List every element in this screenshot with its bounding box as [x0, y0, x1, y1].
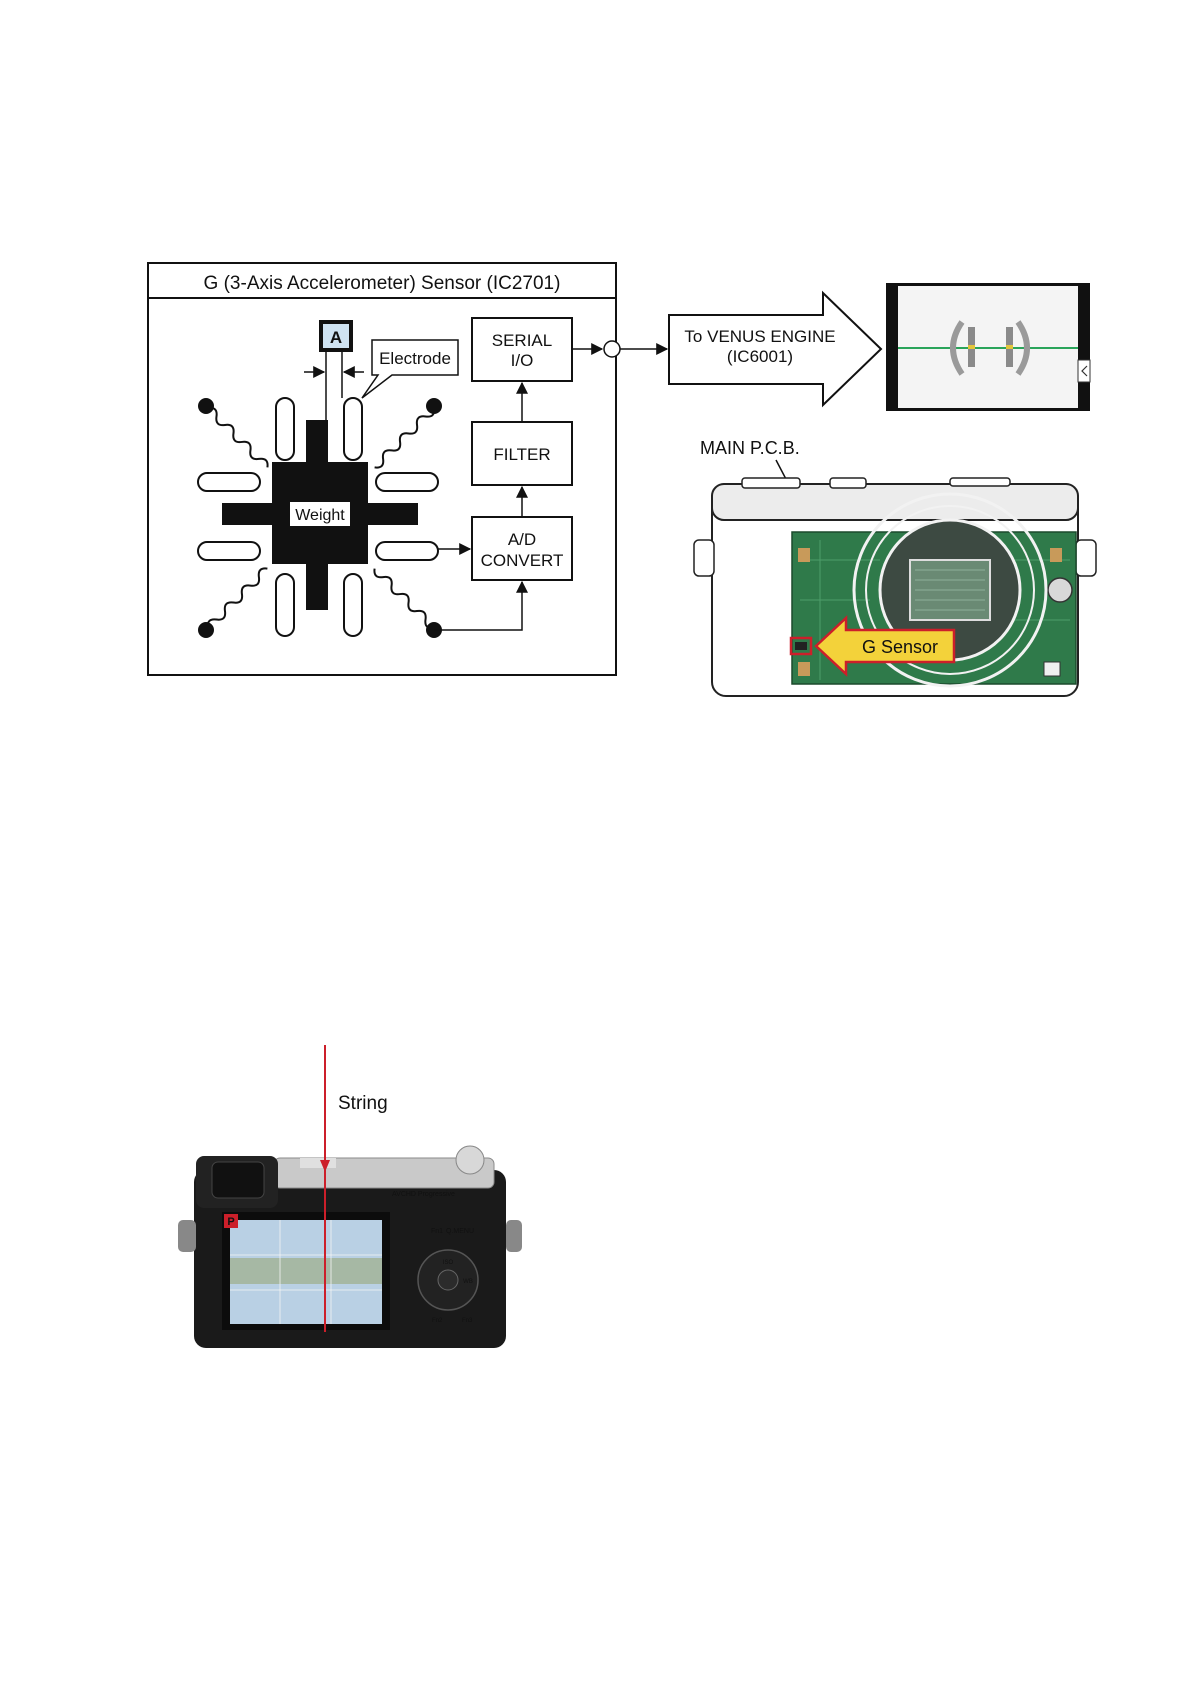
ad-line1: A/D [508, 530, 536, 549]
fn1-label: Fn1 [431, 1228, 443, 1235]
g-sensor-label: G Sensor [862, 637, 938, 657]
sensor-diagram: G (3-Axis Accelerometer) Sensor (IC2701)… [148, 263, 667, 675]
venus-engine-arrow: To VENUS ENGINE (IC6001) [669, 293, 881, 405]
output-port [604, 341, 620, 357]
fn3-label: Fn3 [462, 1318, 473, 1324]
mode-badge-label: P [227, 1216, 234, 1228]
fn2-label: Fn2 [432, 1318, 443, 1324]
avchd-label: AVCHD Progressive [392, 1191, 455, 1198]
level-gauge-screen [886, 283, 1090, 411]
q-menu-label: Q.MENU [446, 1228, 474, 1235]
sensor-title: G (3-Axis Accelerometer) Sensor (IC2701) [204, 273, 561, 294]
serial-io-line1: SERIAL [492, 331, 552, 350]
filter-label: FILTER [493, 445, 550, 464]
main-pcb-label: MAIN P.C.B. [700, 438, 800, 458]
iso-label: ISO [443, 1260, 454, 1266]
venus-line2: (IC6001) [727, 347, 793, 366]
electrode-label: Electrode [379, 349, 451, 368]
weight-label: Weight [295, 507, 345, 524]
serial-io-line2: I/O [511, 351, 534, 370]
main-pcb-figure: MAIN P.C.B. [694, 438, 1096, 696]
marker-a-label: A [330, 328, 342, 347]
ad-line2: CONVERT [481, 551, 564, 570]
camera-back-figure: AVCHD Progressive P Fn1 Q.MENU ISO WB Fn… [178, 1045, 522, 1348]
string-label: String [338, 1093, 388, 1114]
wb-label: WB [463, 1279, 473, 1285]
venus-line1: To VENUS ENGINE [684, 327, 835, 346]
screen-side-tab [1078, 360, 1090, 382]
